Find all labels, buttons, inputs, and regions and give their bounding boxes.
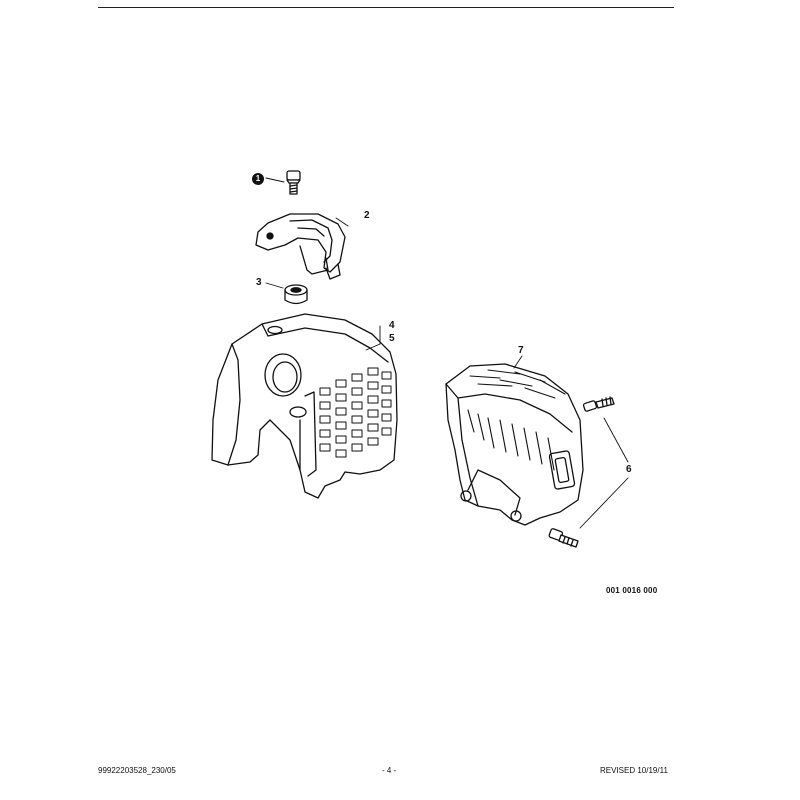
muffler-shield-part-7: [445, 355, 584, 526]
screw-part-6-upper: [582, 396, 615, 412]
footer-page-number: - 4 -: [382, 766, 397, 775]
screw-part-6-lower: [548, 528, 579, 548]
callout-3: 3: [256, 277, 262, 288]
callout-4: 4: [389, 320, 395, 331]
grommet-part-3: [265, 282, 308, 305]
callout-1-badge: 1: [252, 173, 264, 185]
top-rule: [98, 7, 674, 8]
screw-part-1: [265, 170, 301, 195]
callout-6: 6: [626, 464, 632, 475]
footer-doc-number: 99922203528_230/05: [98, 766, 176, 775]
bracket-part-2: [255, 213, 349, 280]
engine-cover-part-4-5: [211, 313, 398, 499]
callout-5: 5: [389, 333, 395, 344]
callout-2: 2: [364, 210, 370, 221]
drawing-id: 001 0016 000: [606, 586, 658, 595]
callout-7: 7: [518, 345, 524, 356]
footer-revised-date: REVISED 10/19/11: [600, 766, 668, 775]
